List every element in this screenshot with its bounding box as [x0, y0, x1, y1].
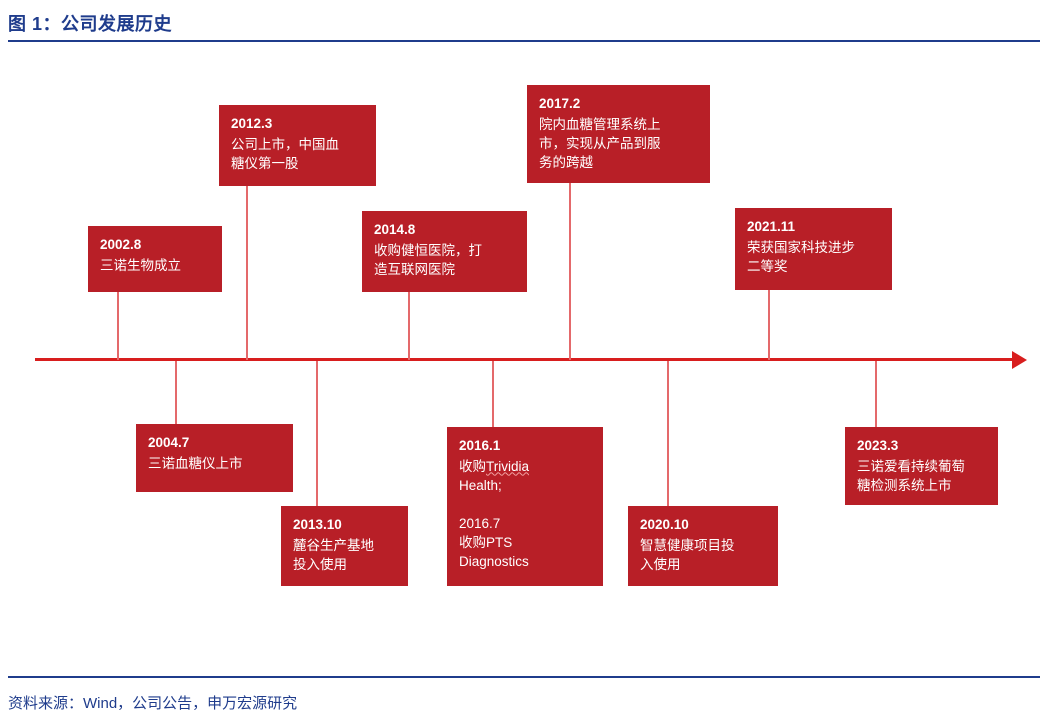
timeline-arrow-icon — [1012, 351, 1027, 369]
event-connector — [492, 361, 494, 427]
timeline-event-2013-10[interactable]: 2013.10 麓谷生产基地 投入使用 — [281, 506, 408, 586]
event-description: 三诺血糖仪上市 — [148, 455, 243, 471]
timeline-event-2002-8[interactable]: 2002.8 三诺生物成立 — [88, 226, 222, 292]
event-description: 麓谷生产基地 投入使用 — [293, 537, 374, 572]
event-description: 荣获国家科技进步 二等奖 — [747, 239, 855, 274]
event-connector — [175, 361, 177, 424]
spellcheck-word: Trividia — [486, 458, 530, 474]
timeline-axis — [35, 358, 1015, 361]
event-connector — [875, 361, 877, 427]
timeline-event-2004-7[interactable]: 2004.7 三诺血糖仪上市 — [136, 424, 293, 492]
timeline-event-2017-2[interactable]: 2017.2 院内血糖管理系统上 市，实现从产品到服 务的跨越 — [527, 85, 710, 183]
event-connector — [316, 361, 318, 506]
event-date: 2016.1 — [459, 438, 501, 453]
event-date: 2014.8 — [374, 222, 416, 237]
event-connector — [569, 183, 571, 360]
event-date: 2013.10 — [293, 517, 342, 532]
event-date: 2021.11 — [747, 219, 796, 234]
event-connector — [408, 292, 410, 360]
event-description: 三诺生物成立 — [100, 257, 181, 273]
event-date: 2017.2 — [539, 96, 581, 111]
event-description: 收购Trividia Health; 2016.7 收购PTS Diagnost… — [459, 458, 530, 570]
timeline-event-2016-1[interactable]: 2016.1 收购Trividia Health; 2016.7 收购PTS Di… — [447, 427, 603, 586]
timeline-event-2021-11[interactable]: 2021.11 荣获国家科技进步 二等奖 — [735, 208, 892, 290]
event-connector — [117, 292, 119, 360]
event-date: 2004.7 — [148, 435, 190, 450]
event-description: 三诺爱看持续葡萄 糖检测系统上市 — [857, 458, 965, 493]
title-divider — [8, 40, 1040, 42]
event-description: 公司上市，中国血 糖仪第一股 — [231, 136, 339, 171]
event-description: 院内血糖管理系统上 市，实现从产品到服 务的跨越 — [539, 116, 661, 170]
event-date: 2002.8 — [100, 237, 142, 252]
event-connector — [667, 361, 669, 506]
page-title: 图 1：公司发展历史 — [8, 14, 173, 34]
source-note: 资料来源：Wind，公司公告，申万宏源研究 — [8, 695, 298, 712]
event-description: 收购健恒医院，打 造互联网医院 — [374, 242, 482, 277]
timeline-event-2012-3[interactable]: 2012.3 公司上市，中国血 糖仪第一股 — [219, 105, 376, 186]
source-divider — [8, 676, 1040, 678]
event-date: 2023.3 — [857, 438, 899, 453]
event-connector — [246, 186, 248, 360]
event-connector — [768, 290, 770, 360]
event-date: 2020.10 — [640, 517, 689, 532]
event-date: 2012.3 — [231, 116, 273, 131]
timeline-event-2023-3[interactable]: 2023.3 三诺爱看持续葡萄 糖检测系统上市 — [845, 427, 998, 505]
timeline-event-2020-10[interactable]: 2020.10 智慧健康项目投 入使用 — [628, 506, 778, 586]
event-description: 智慧健康项目投 入使用 — [640, 537, 735, 572]
timeline-event-2014-8[interactable]: 2014.8 收购健恒医院，打 造互联网医院 — [362, 211, 527, 292]
